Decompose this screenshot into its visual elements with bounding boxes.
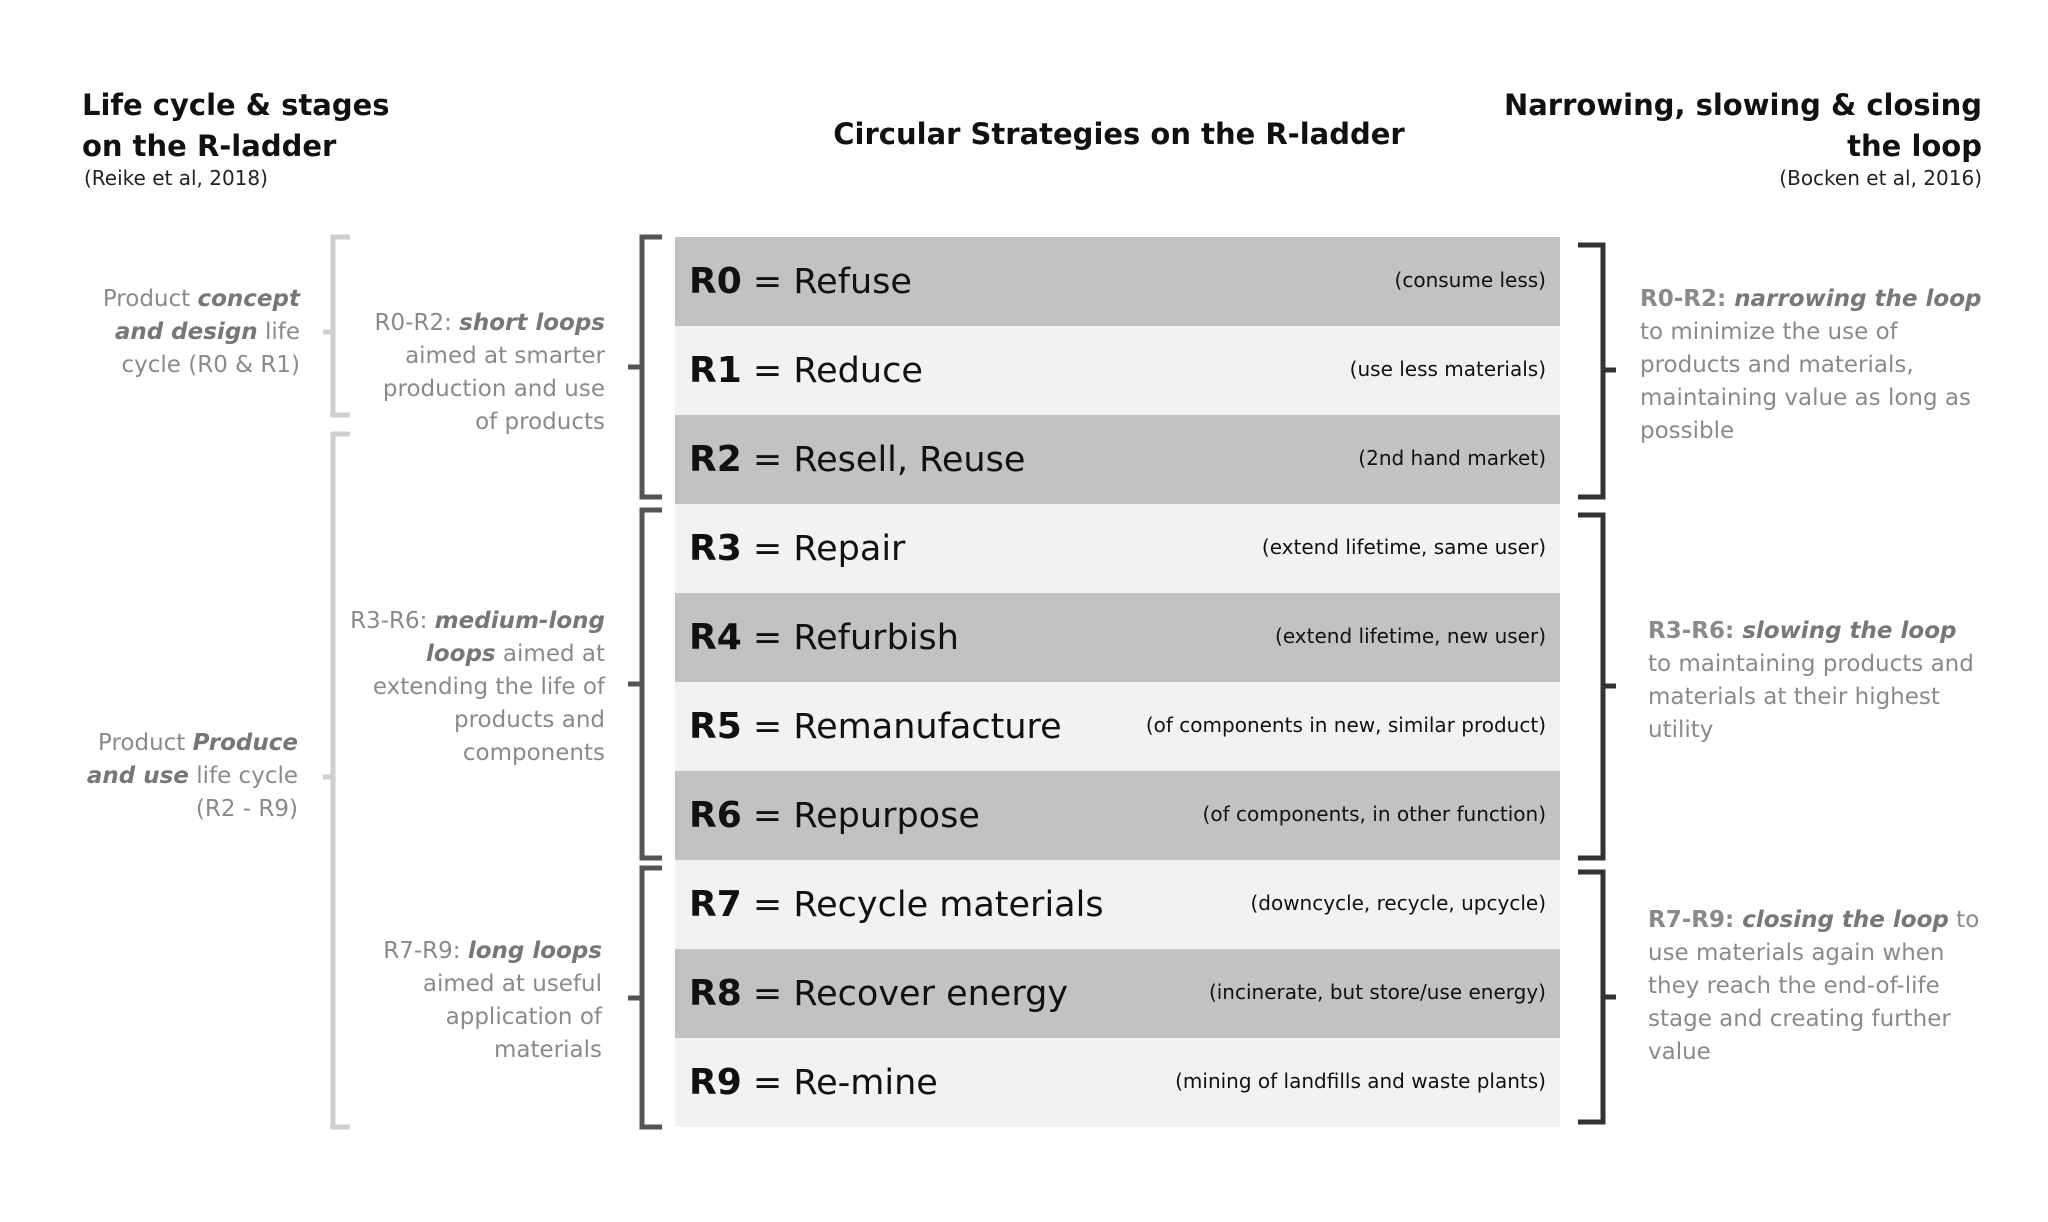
ladder-note: (2nd hand market): [1358, 446, 1546, 470]
left-header-line1: Life cycle & stages: [82, 88, 390, 122]
ladder-name: Repurpose: [793, 796, 980, 836]
right-header: Narrowing, slowing & closing the loop: [1504, 85, 1982, 167]
ladder-row-r1: R1 = Reduce (use less materials): [675, 326, 1560, 415]
ladder-code: R2: [689, 439, 742, 480]
ladder-code: R7: [689, 884, 742, 925]
ladder-name: Recycle materials: [793, 885, 1104, 925]
produce-bracket: [323, 431, 350, 1130]
right-citation: (Bocken et al, 2016): [1779, 166, 1982, 190]
long-loops-bracket: [628, 865, 662, 1130]
short-loops-label: R0-R2: short loops aimed at smarter prod…: [374, 310, 605, 435]
ladder-note: (extend lifetime, new user): [1275, 624, 1546, 648]
narrowing-bracket: [1578, 242, 1616, 500]
ladder-row-r0: R0 = Refuse (consume less): [675, 237, 1560, 326]
ladder-row-r6: R6 = Repurpose (of components, in other …: [675, 771, 1560, 860]
narrowing-label: R0-R2: narrowing the loop to minimize th…: [1640, 286, 1982, 444]
closing-bracket: [1578, 869, 1616, 1125]
ladder-name: Resell, Reuse: [793, 440, 1026, 480]
medium-loops-bracket: [628, 507, 662, 861]
long-loops-label: R7-R9: long loops aimed at useful applic…: [383, 938, 602, 1063]
slowing-bracket: [1578, 512, 1616, 861]
ladder-code: R9: [689, 1062, 742, 1103]
ladder-name: Reduce: [793, 351, 923, 391]
ladder-row-r3: R3 = Repair (extend lifetime, same user): [675, 504, 1560, 593]
ladder-code: R5: [689, 706, 742, 747]
center-title: Circular Strategies on the R-ladder: [833, 117, 1405, 151]
concept-bracket: [323, 234, 350, 418]
medium-loops-label: R3-R6: medium-long loops aimed at extend…: [350, 608, 605, 766]
ladder-code: R0: [689, 261, 742, 302]
slowing-label: R3-R6: slowing the loop to maintaining p…: [1648, 618, 1974, 743]
ladder-name: Repair: [793, 529, 906, 569]
ladder-note: (incinerate, but store/use energy): [1208, 980, 1546, 1004]
ladder-row-r2: R2 = Resell, Reuse (2nd hand market): [675, 415, 1560, 504]
ladder-name: Recover energy: [793, 974, 1069, 1014]
ladder-note: (consume less): [1394, 268, 1546, 292]
ladder-note: (mining of landfills and waste plants): [1175, 1069, 1546, 1093]
ladder-row-r8: R8 = Recover energy (incinerate, but sto…: [675, 949, 1560, 1038]
ladder-note: (downcycle, recycle, upcycle): [1250, 891, 1546, 915]
ladder-code: R6: [689, 795, 742, 836]
ladder-name: Re-mine: [793, 1063, 938, 1103]
left-citation: (Reike et al, 2018): [84, 166, 268, 190]
produce-lifecycle-label: Product Produce and use life cycle (R2 -…: [86, 730, 298, 822]
concept-lifecycle-label: Product concept and design life cycle (R…: [102, 286, 300, 378]
ladder-name: Refuse: [793, 262, 912, 302]
ladder-code: R4: [689, 617, 742, 658]
ladder-row-r4: R4 = Refurbish (extend lifetime, new use…: [675, 593, 1560, 682]
ladder-name: Refurbish: [793, 618, 959, 658]
ladder-note: (of components, in other function): [1202, 802, 1546, 826]
closing-label: R7-R9: closing the loop to use materials…: [1648, 907, 1980, 1065]
short-loops-bracket: [628, 234, 662, 500]
right-header-line1: Narrowing, slowing & closing: [1503, 88, 1982, 122]
left-header-line2: on the R-ladder: [82, 129, 337, 163]
right-header-line2: the loop: [1847, 129, 1982, 163]
ladder-code: R8: [689, 973, 742, 1014]
ladder-code: R1: [689, 350, 742, 391]
ladder-note: (use less materials): [1349, 357, 1546, 381]
ladder-note: (extend lifetime, same user): [1261, 535, 1546, 559]
ladder-name: Remanufacture: [793, 707, 1062, 747]
ladder-code: R3: [689, 528, 742, 569]
ladder-note: (of components in new, similar product): [1145, 713, 1546, 737]
left-header: Life cycle & stages on the R-ladder: [82, 85, 390, 167]
ladder-row-r9: R9 = Re-mine (mining of landfills and wa…: [675, 1038, 1560, 1127]
ladder-row-r7: R7 = Recycle materials (downcycle, recyc…: [675, 860, 1560, 949]
ladder-row-r5: R5 = Remanufacture (of components in new…: [675, 682, 1560, 771]
